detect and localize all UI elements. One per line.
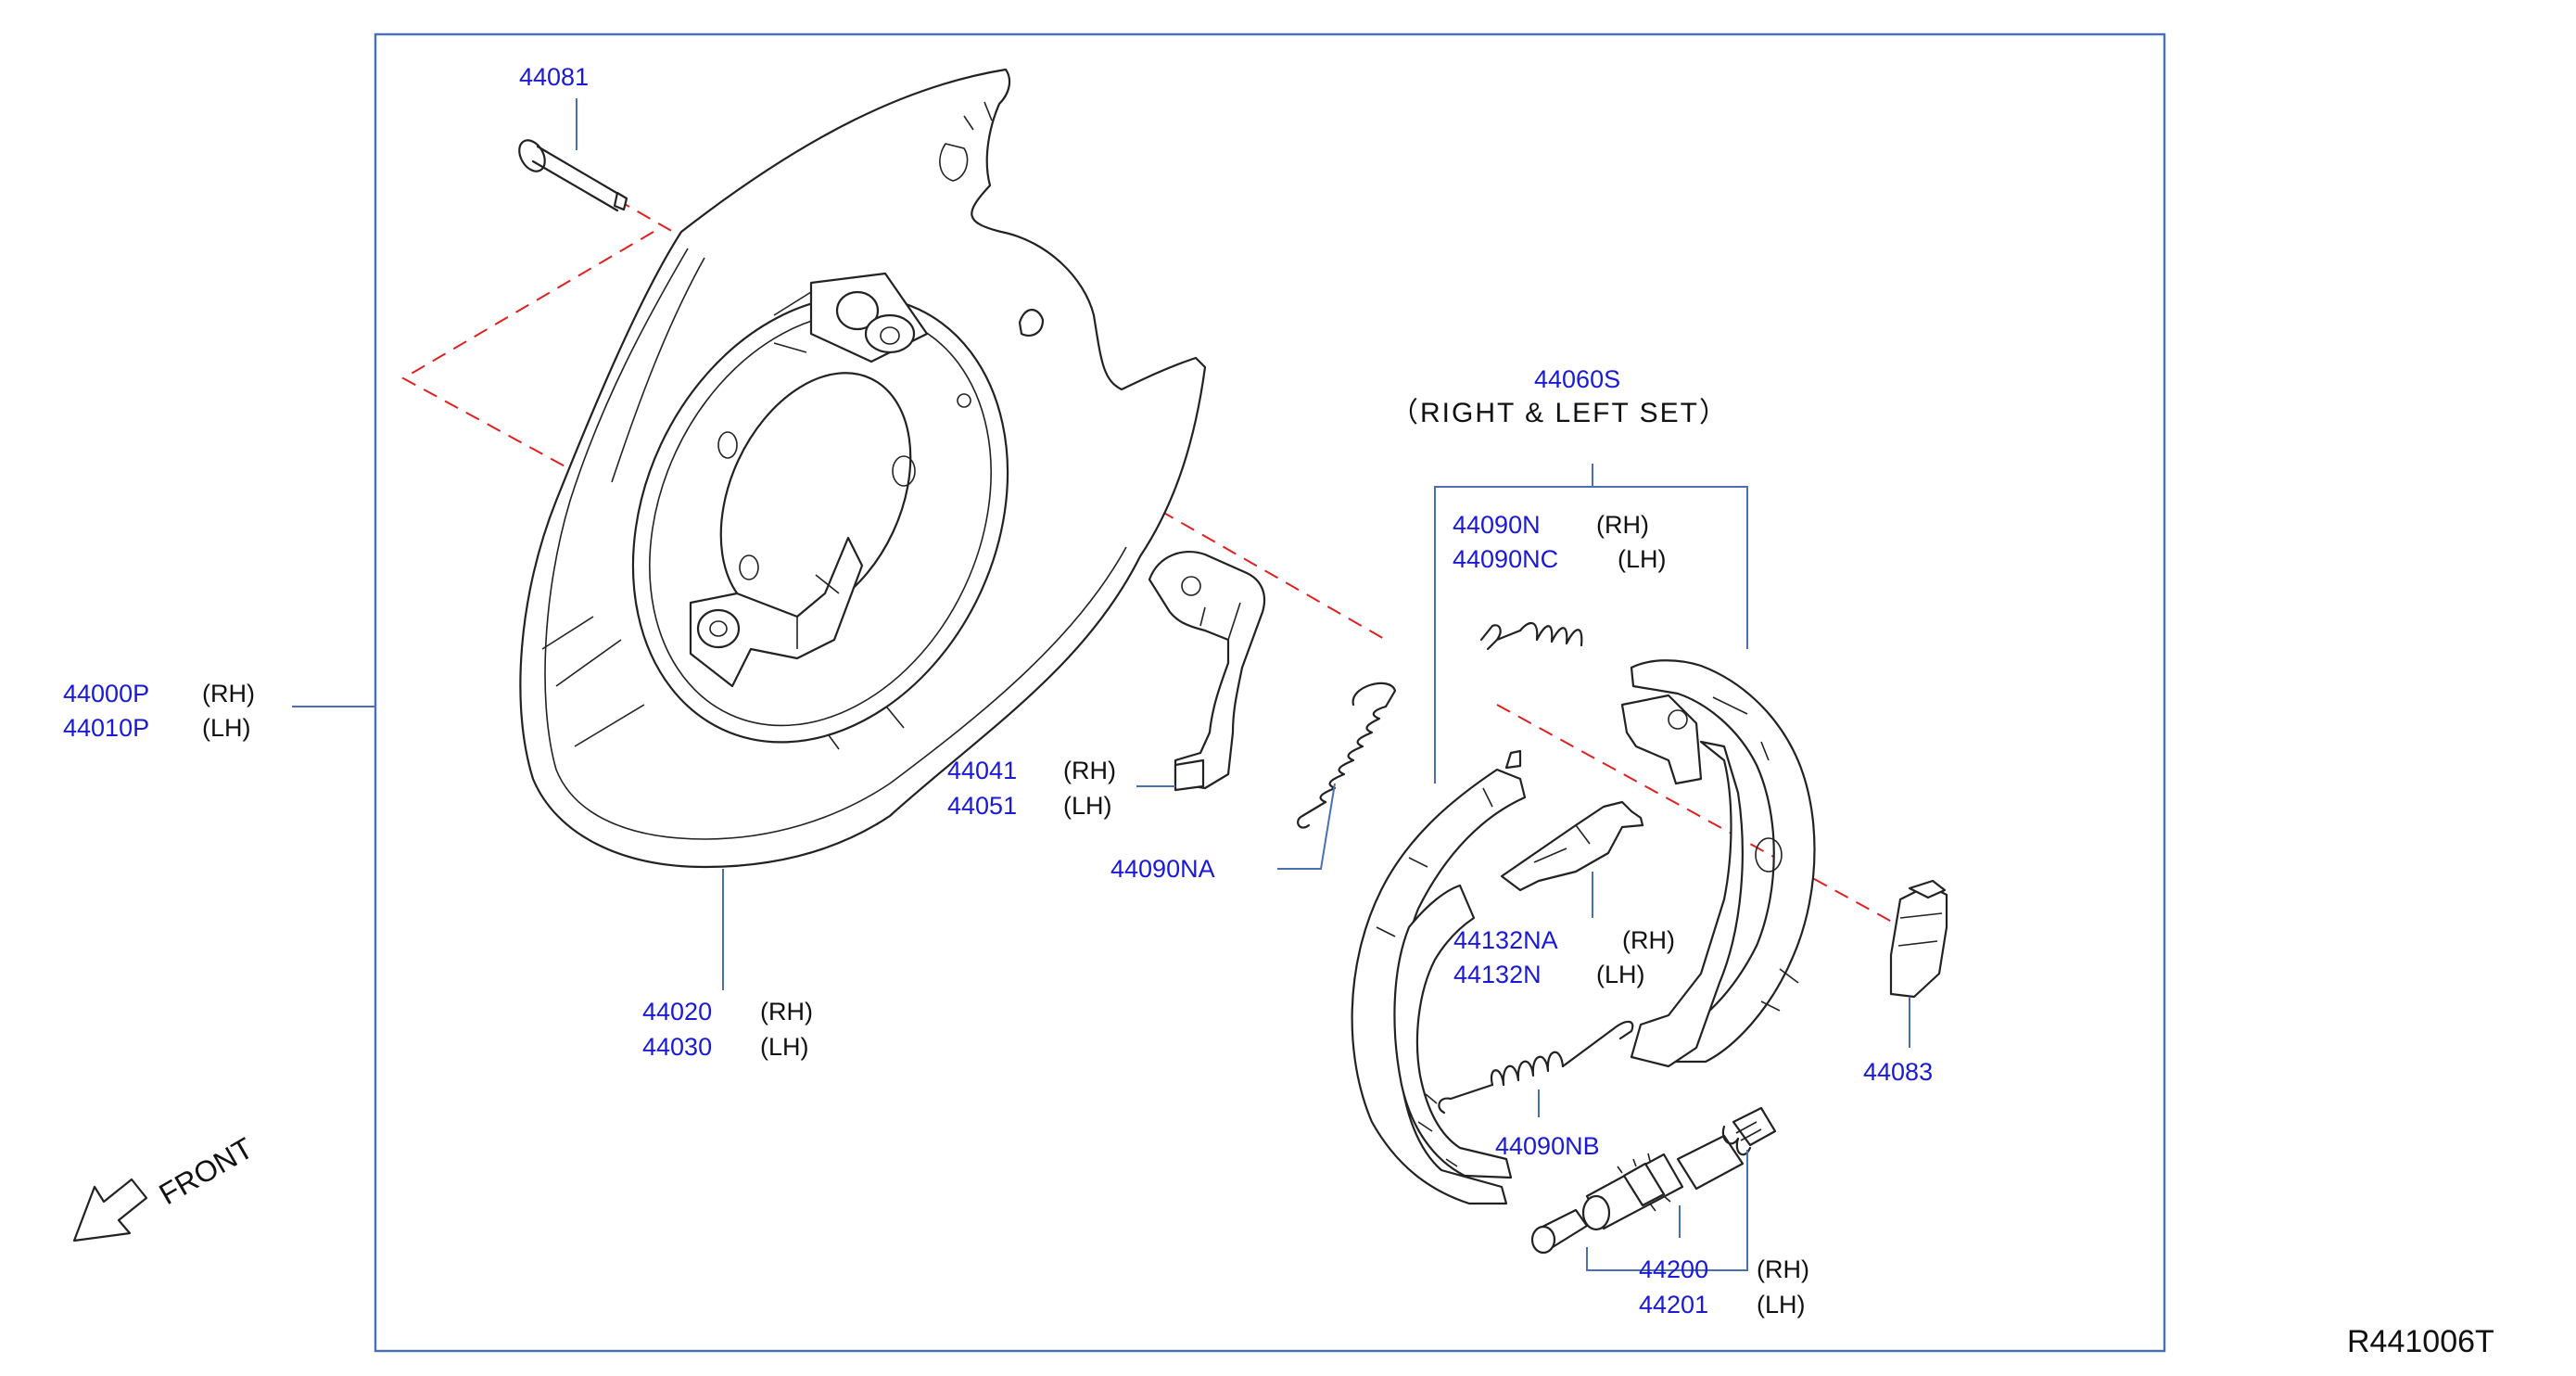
label-44000P-side: (RH) xyxy=(202,680,255,707)
label-44030-no: 44030 xyxy=(642,1033,712,1061)
label-44051-side: (LH) xyxy=(1063,792,1112,820)
label-44030-side: (LH) xyxy=(760,1033,809,1061)
label-44083-no: 44083 xyxy=(1863,1058,1933,1086)
label-44041-no: 44041 xyxy=(947,757,1017,784)
bolt-44081-drawing xyxy=(518,139,628,212)
spring-44090N-drawing xyxy=(1479,621,1583,651)
leader-44060S-bracket xyxy=(1434,464,1748,784)
label-44200-side: (RH) xyxy=(1757,1255,1809,1283)
label-44010P-side: (LH) xyxy=(202,714,251,742)
front-label: FRONT xyxy=(154,1131,259,1211)
label-44060S-no: 44060S xyxy=(1534,365,1620,393)
label-44090NB-no: 44090NB xyxy=(1495,1132,1600,1160)
label-44132N-no: 44132N xyxy=(1453,961,1542,988)
label-44132NA-no: 44132NA xyxy=(1453,926,1558,954)
adjuster-lever-44132NA-drawing xyxy=(1500,800,1644,892)
diagram-frame xyxy=(374,32,2166,1353)
backing-plate-44020-drawing xyxy=(519,68,1207,869)
label-44132N-side: (LH) xyxy=(1596,961,1645,988)
label-44051-no: 44051 xyxy=(947,792,1017,820)
label-44041-side: (RH) xyxy=(1063,757,1116,784)
label-44090N-side: (RH) xyxy=(1596,511,1649,539)
label-44020-side: (RH) xyxy=(760,998,813,1026)
label-44020-no: 44020 xyxy=(642,998,712,1026)
label-44060S-caption: （RIGHT & LEFT SET） xyxy=(1390,398,1729,428)
diagram-code: R441006T xyxy=(2347,1324,2494,1359)
label-44090NC-side: (LH) xyxy=(1618,545,1667,573)
label-44201-no: 44201 xyxy=(1639,1291,1708,1319)
label-44201-side: (LH) xyxy=(1757,1291,1806,1319)
left-shoe-drawing xyxy=(1351,749,1527,1205)
label-44090NA-no: 44090NA xyxy=(1110,855,1215,883)
label-44090N-no: 44090N xyxy=(1453,511,1541,539)
label-44132NA-side: (RH) xyxy=(1622,926,1675,954)
clip-44083-drawing xyxy=(1889,879,1948,999)
label-44010P-no: 44010P xyxy=(63,714,149,742)
label-44090NC-no: 44090NC xyxy=(1453,545,1558,573)
spring-44090NB-drawing xyxy=(1438,1020,1634,1115)
leader-44090NA xyxy=(1277,783,1336,870)
label-44000P-no: 44000P xyxy=(63,680,149,707)
front-arrow-icon xyxy=(72,1178,148,1242)
leader-44200 xyxy=(1586,1150,1748,1271)
adjuster-44200-drawing xyxy=(1530,1106,1777,1255)
right-shoe-drawing xyxy=(1620,659,1816,1068)
spring-44090NA-drawing xyxy=(1297,682,1397,829)
label-44081-no: 44081 xyxy=(519,63,589,91)
label-44200-no: 44200 xyxy=(1639,1255,1708,1283)
lever-44041-drawing xyxy=(1148,551,1266,792)
